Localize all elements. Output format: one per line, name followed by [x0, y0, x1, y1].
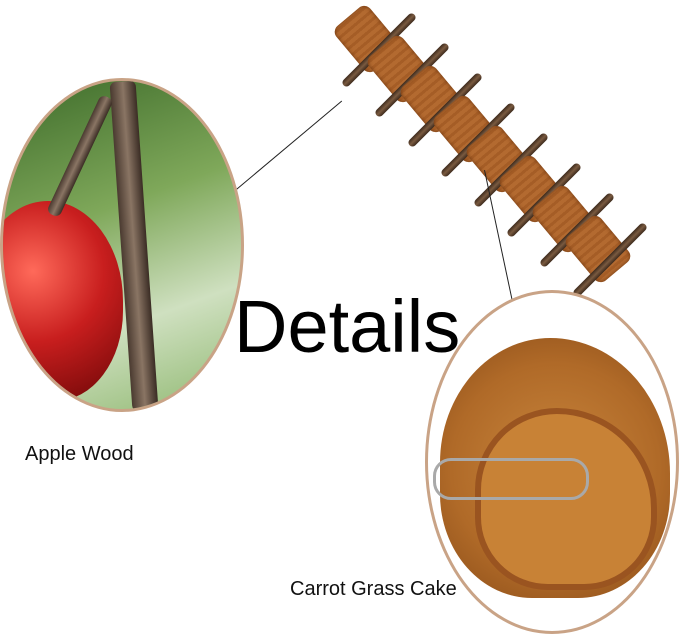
metal-clip-image	[433, 458, 589, 500]
branch-image	[46, 94, 114, 218]
apple-wood-label: Apple Wood	[25, 443, 134, 465]
apple-image	[3, 201, 123, 401]
branch-image	[109, 81, 159, 409]
carrot-grass-cake-label: Carrot Grass Cake	[290, 578, 457, 600]
pointer-line-apple	[235, 100, 343, 191]
apple-wood-closeup-image	[0, 78, 244, 412]
page-title: Details	[234, 285, 461, 368]
carrot-grass-cake-closeup-image	[425, 290, 679, 634]
